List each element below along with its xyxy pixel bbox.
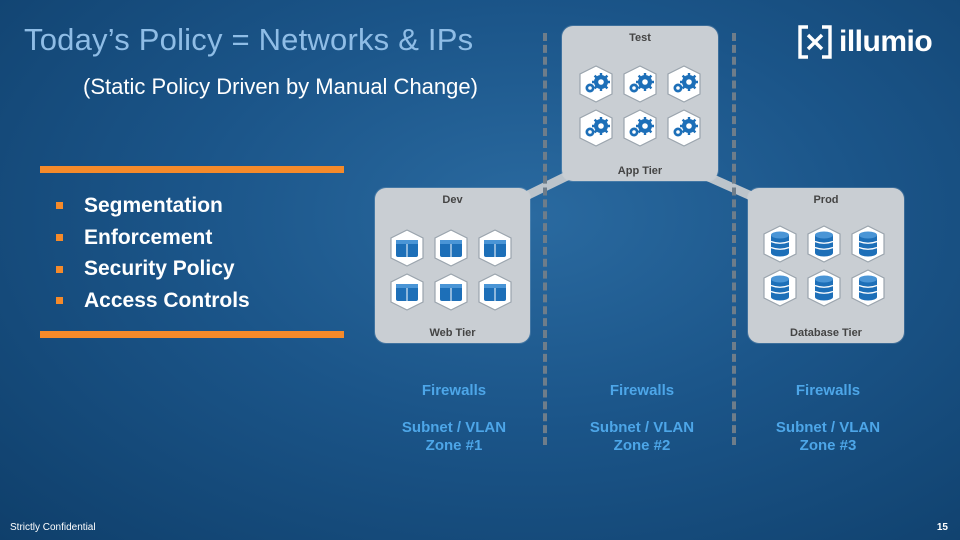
tier-name-label: Web Tier — [429, 327, 476, 339]
slide-subtitle: (Static Policy Driven by Manual Change) — [83, 74, 478, 99]
bullet-label: Access Controls — [84, 288, 250, 312]
web-server-icon — [475, 228, 515, 268]
illumio-logo-icon — [798, 25, 832, 59]
slide-title: Today’s Policy = Networks & IPs — [24, 22, 474, 57]
zone-divider-1 — [543, 33, 547, 445]
web-server-icon — [475, 272, 515, 312]
app-gear-icon — [664, 108, 704, 148]
tier-box-test: Test App Tier — [562, 26, 718, 181]
app-gear-icon — [620, 64, 660, 104]
bullet-label: Segmentation — [84, 193, 223, 217]
logo-wordmark: illumio — [839, 25, 933, 58]
app-gear-icon — [620, 108, 660, 148]
bullet-list: Segmentation Enforcement Security Policy… — [56, 190, 250, 317]
bullet-square-icon — [56, 234, 63, 242]
zone-firewalls-label: Firewalls — [421, 382, 487, 399]
bullet-square-icon — [56, 202, 63, 210]
app-gear-icon — [576, 108, 616, 148]
zone-label-3: Firewalls Subnet / VLAN Zone #3 — [768, 382, 888, 455]
web-server-icon — [387, 228, 427, 268]
bullet-item: Security Policy — [56, 253, 250, 285]
tier-env-label: Dev — [442, 194, 463, 206]
tier-box-dev: Dev Web Tier — [375, 188, 530, 343]
bullet-square-icon — [56, 297, 63, 305]
web-server-icon — [431, 228, 471, 268]
database-icon — [760, 224, 800, 264]
zone-firewalls-label: Firewalls — [609, 382, 675, 399]
app-gear-icon — [576, 64, 616, 104]
confidential-notice: Strictly Confidential — [10, 522, 96, 533]
web-server-icon — [431, 272, 471, 312]
tier-name-label: Database Tier — [790, 327, 862, 339]
bullet-item: Enforcement — [56, 222, 250, 254]
bullet-square-icon — [56, 265, 63, 273]
zone-label-2: Firewalls Subnet / VLAN Zone #2 — [582, 382, 702, 455]
zone-firewalls-label: Firewalls — [795, 382, 861, 399]
zone-number-label: Zone #2 — [613, 437, 671, 454]
zone-number-label: Zone #3 — [799, 437, 857, 454]
bullet-item: Access Controls — [56, 285, 250, 317]
app-icon-grid — [576, 64, 704, 148]
database-icon — [848, 268, 888, 308]
zone-subnet-label: Subnet / VLAN — [589, 419, 695, 436]
orange-divider-bottom — [40, 331, 344, 338]
tier-name-label: App Tier — [617, 165, 663, 177]
database-icon — [804, 268, 844, 308]
zone-number-label: Zone #1 — [425, 437, 483, 454]
bullet-item: Segmentation — [56, 190, 250, 222]
orange-divider-top — [40, 166, 344, 173]
database-icon — [760, 268, 800, 308]
tier-env-label: Test — [629, 32, 651, 44]
database-icon — [804, 224, 844, 264]
web-server-icon — [387, 272, 427, 312]
web-icon-grid — [387, 228, 515, 312]
zone-label-1: Firewalls Subnet / VLAN Zone #1 — [394, 382, 514, 455]
tier-env-label: Prod — [813, 194, 839, 206]
zone-subnet-label: Subnet / VLAN — [775, 419, 881, 436]
zone-divider-2 — [732, 33, 736, 445]
database-icon — [848, 224, 888, 264]
database-icon-grid — [760, 224, 888, 308]
page-number: 15 — [936, 522, 948, 533]
bullet-label: Enforcement — [84, 225, 213, 249]
app-gear-icon — [664, 64, 704, 104]
illumio-logo: illumio — [797, 24, 933, 60]
zone-subnet-label: Subnet / VLAN — [401, 419, 507, 436]
tier-box-prod: Prod Database Tier — [748, 188, 904, 343]
bullet-label: Security Policy — [84, 257, 235, 281]
